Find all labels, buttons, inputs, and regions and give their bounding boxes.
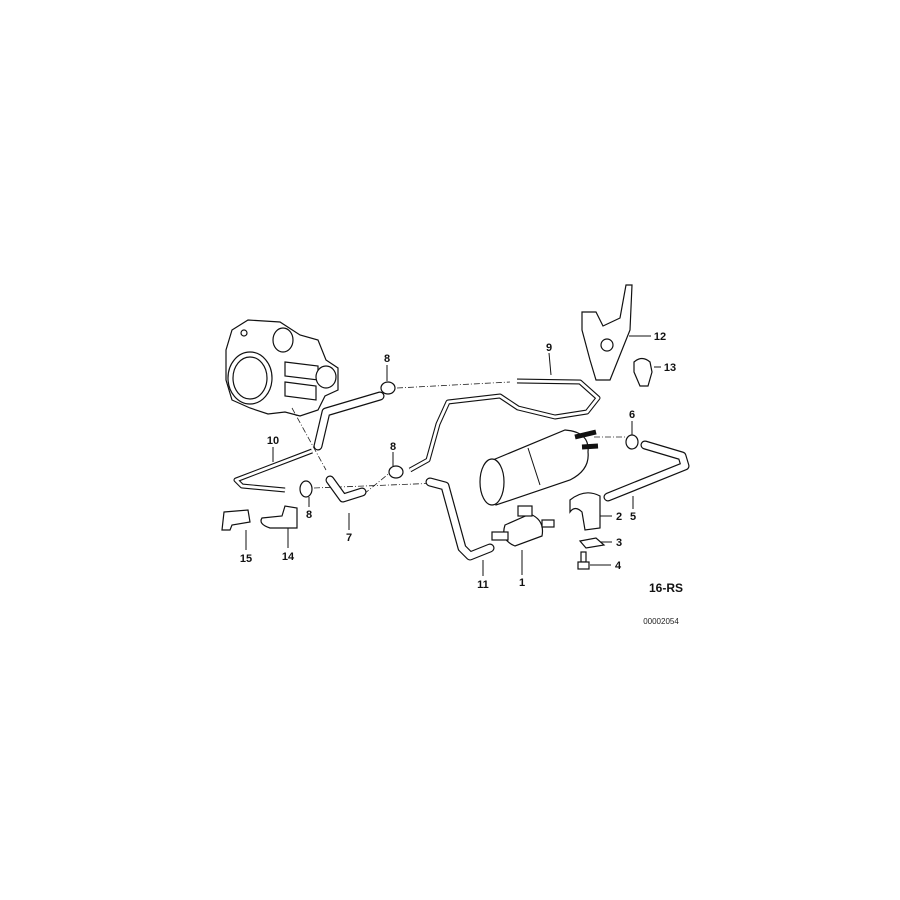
clamp-8-top — [380, 381, 396, 395]
callout-2: 2 — [616, 511, 622, 523]
callout-8: 8 — [384, 353, 390, 365]
callout-14: 14 — [282, 551, 295, 563]
callout-4: 4 — [615, 560, 622, 572]
callout-9: 9 — [546, 342, 552, 354]
clamp-6 — [625, 434, 639, 450]
callout-10: 10 — [267, 435, 279, 447]
fuel-pump — [491, 505, 555, 547]
bracket-14 — [260, 505, 298, 529]
callout-leaders — [245, 335, 661, 576]
washer-3 — [578, 537, 606, 549]
callout-8: 8 — [390, 441, 396, 453]
clamp-8-mid — [388, 465, 404, 479]
hose-11 — [425, 477, 495, 561]
callout-3: 3 — [616, 537, 622, 549]
callout-11: 11 — [477, 579, 489, 591]
bracket-2 — [569, 492, 601, 531]
callout-6: 6 — [629, 409, 635, 421]
bracket-12 — [581, 284, 633, 381]
callout-7: 7 — [346, 532, 352, 544]
hose-5 — [603, 440, 690, 502]
callout-5: 5 — [630, 511, 636, 523]
throttle-housing — [225, 319, 339, 417]
hose-7 — [313, 391, 385, 503]
drawing-number: 00002054 — [643, 617, 679, 626]
callout-1: 1 — [519, 577, 525, 589]
diagram-reference: 16-RS — [649, 581, 683, 595]
pipe-10 — [233, 448, 313, 493]
sensor-15 — [221, 509, 251, 531]
callout-8: 8 — [306, 509, 312, 521]
clip-13 — [633, 357, 653, 387]
callout-15: 15 — [240, 553, 252, 565]
alignment-lines — [291, 381, 625, 495]
clamp-8-low — [299, 480, 313, 498]
fuel-filter-canister — [479, 429, 599, 506]
bolt-4 — [577, 551, 590, 570]
pipe-9 — [408, 378, 601, 473]
callout-13: 13 — [664, 362, 676, 374]
callout-12: 12 — [654, 331, 666, 343]
